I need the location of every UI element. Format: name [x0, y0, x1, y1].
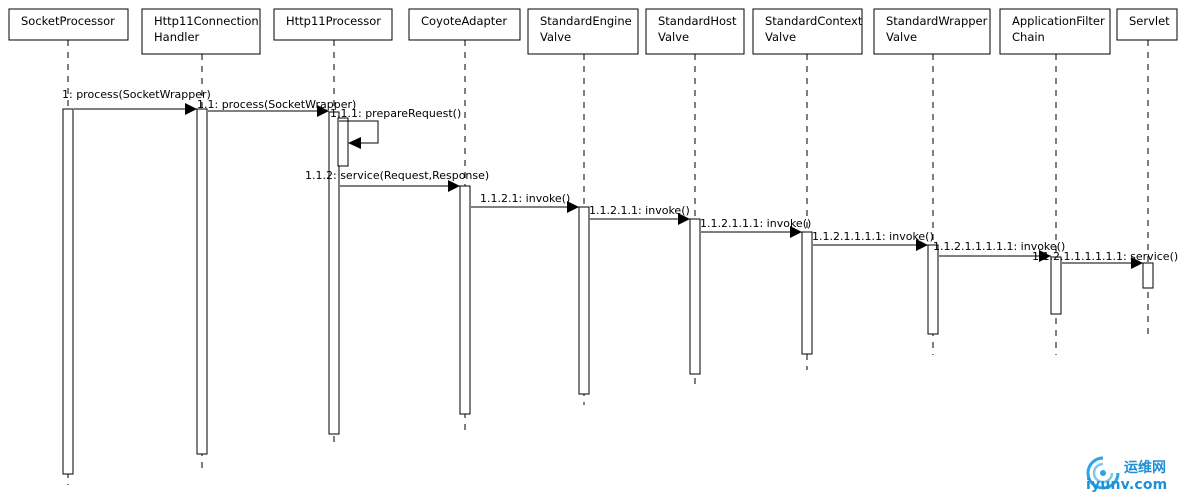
participant-name: Valve: [540, 30, 571, 44]
watermark: 运维网 iyunv.com: [1080, 450, 1186, 499]
message-label: 1.1: process(SocketWrapper): [197, 98, 356, 111]
watermark-brand: 运维网: [1124, 460, 1166, 476]
message-label: 1.1.2: service(Request,Response): [305, 169, 489, 182]
participant-box: [273, 8, 393, 41]
message-label: 1: process(SocketWrapper): [62, 88, 211, 101]
message-label: 1.1.2.1: invoke(): [480, 192, 570, 205]
self-call-arrow: [339, 120, 379, 144]
arrow-head: [317, 105, 329, 117]
participant-name: Handler: [154, 30, 200, 44]
arrow-head: [790, 226, 802, 238]
watermark-url: iyunv.com: [1086, 477, 1168, 493]
arrow-head: [916, 239, 928, 251]
participant-name: Servlet: [1129, 14, 1170, 28]
arrow-head: [448, 180, 460, 192]
participant-box: [999, 8, 1111, 55]
participant-box: [1116, 8, 1178, 41]
participant-box: [8, 8, 129, 41]
arrow-head: [567, 201, 579, 213]
activation-bar: [196, 108, 208, 455]
activation-bar: [459, 185, 471, 415]
arrow-head: [678, 213, 690, 225]
participant-name: CoyoteAdapter: [421, 14, 507, 28]
participant-name: Chain: [1012, 30, 1045, 44]
activation-bar: [328, 111, 340, 435]
participant-name: Valve: [658, 30, 689, 44]
participant-box: [873, 8, 991, 55]
message-label: 1.1.2.1.1.1.1.1.1: service(): [1032, 250, 1178, 263]
participant-box: [645, 8, 745, 55]
activation-bar: [1142, 262, 1154, 289]
message-label: 1.1.1: prepareRequest(): [330, 107, 461, 120]
participant-name: StandardWrapper: [886, 14, 988, 28]
participant-name: StandardHost: [658, 14, 737, 28]
participant-name: Valve: [886, 30, 917, 44]
participant-name: Valve: [765, 30, 796, 44]
participant-name: StandardEngine: [540, 14, 632, 28]
participant-box: [408, 8, 521, 41]
activation-bar: [337, 117, 349, 167]
participant-name: StandardContext: [765, 14, 863, 28]
swirl-logo-icon: [1086, 456, 1120, 490]
participant-name: Http11Connection: [154, 14, 259, 28]
activation-bar: [689, 218, 701, 375]
message-label: 1.1.2.1.1.1.1.1: invoke(): [933, 240, 1065, 253]
activation-bar: [801, 231, 813, 355]
message-label: 1.1.2.1.1: invoke(): [589, 204, 690, 217]
message-label: 1.1.2.1.1.1: invoke(): [700, 217, 811, 230]
activation-bar: [62, 108, 74, 475]
arrow-head: [185, 103, 197, 115]
participant-name: Http11Processor: [286, 14, 381, 28]
message-label: 1.1.2.1.1.1.1: invoke(): [812, 230, 934, 243]
arrow-head: [1131, 257, 1143, 269]
participant-name: ApplicationFilter: [1012, 14, 1105, 28]
activation-bar: [1050, 256, 1062, 315]
participant-box: [141, 8, 261, 55]
activation-bar: [927, 244, 939, 335]
participant-name: SocketProcessor: [21, 14, 115, 28]
arrow-head: [348, 137, 361, 149]
activation-bar: [578, 206, 590, 395]
arrow-head: [1039, 250, 1051, 262]
participant-box: [527, 8, 639, 55]
